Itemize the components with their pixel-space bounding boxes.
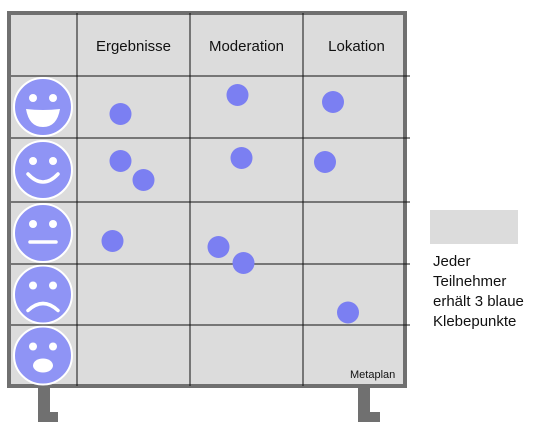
board-leg-right: [358, 386, 380, 422]
vote-dot: [230, 147, 253, 169]
vote-dot: [226, 84, 249, 106]
legend-text-line: Teilnehmer: [433, 273, 507, 290]
column-header-ergebnisse: Ergebnisse: [95, 38, 172, 55]
vote-dot: [101, 230, 124, 252]
neutral-smiley-icon: [13, 203, 73, 263]
vote-dot: [132, 169, 155, 191]
legend-text: Jeder Teilnehmer erhält 3 blaue Klebepun…: [433, 252, 538, 332]
vote-dot: [337, 301, 359, 324]
legend-text-line: Klebepunkte: [433, 313, 517, 330]
vote-dot: [109, 150, 132, 172]
board-grid: [11, 13, 410, 386]
legend-dot-strip: [430, 210, 518, 244]
legend-text-line: Jeder: [433, 253, 471, 270]
board-label: Metaplan: [350, 369, 396, 381]
board-surface: [7, 11, 407, 388]
column-header-lokation: Lokation: [328, 38, 385, 55]
legend-text-line: erhält 3 blaue: [433, 293, 524, 310]
vote-dot: [314, 151, 336, 173]
vote-dot: [207, 236, 230, 258]
sad-smiley-icon: [13, 264, 73, 325]
shocked-smiley-icon: [13, 325, 73, 386]
vote-dot: [109, 103, 132, 125]
vote-dot: [232, 252, 255, 274]
vote-dot: [322, 91, 344, 113]
board-leg-left: [38, 386, 58, 422]
column-header-moderation: Moderation: [208, 38, 285, 55]
laughing-smiley-icon: [13, 77, 73, 137]
happy-smiley-icon: [13, 140, 73, 200]
